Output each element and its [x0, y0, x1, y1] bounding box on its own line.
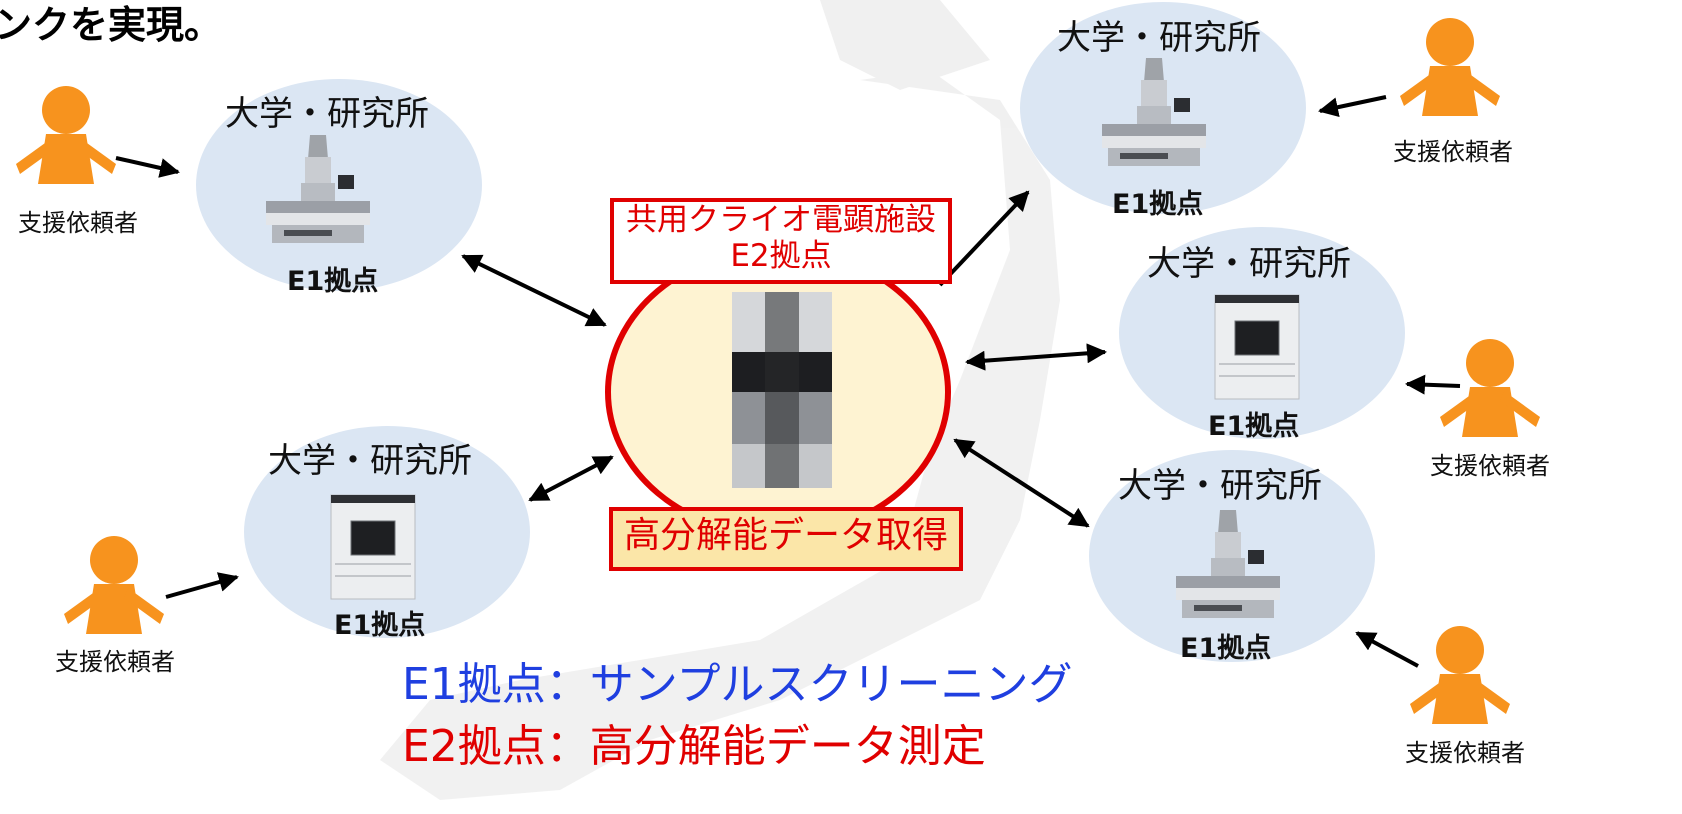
central-facility-name: 共用クライオ電顕施設 — [626, 202, 936, 238]
requester-label: 支援依頼者 — [18, 209, 138, 237]
map-silhouette — [380, 0, 1060, 800]
arrow-center-top-right — [938, 190, 1030, 287]
arrow-center-bottom-left — [528, 455, 614, 502]
person-icon — [1400, 18, 1500, 116]
site-label: E1拠点 — [287, 266, 379, 297]
site-title: 大学・研究所 — [268, 441, 472, 481]
site-label: E1拠点 — [334, 610, 426, 641]
legend-e2: E2拠点：高分解能データ測定 — [402, 721, 986, 772]
cabinet-microscope-icon — [330, 494, 416, 600]
cryo-em-system-icon — [732, 292, 832, 488]
site-label: E1拠点 — [1112, 189, 1204, 220]
person-icon — [1440, 339, 1540, 437]
page-headline: ンクを実現。 — [0, 3, 223, 47]
person-icon — [1410, 626, 1510, 724]
person-icon — [16, 86, 116, 184]
arrow-requester-bottom-right — [1355, 631, 1419, 668]
site-title: 大学・研究所 — [1118, 466, 1322, 506]
requester-label: 支援依頼者 — [1430, 452, 1550, 480]
arrow-center-bottom-right — [953, 438, 1090, 528]
legend-e1: E1拠点：サンプルスクリーニング — [402, 659, 1073, 710]
central-facility-footer: 高分解能データ取得 — [609, 507, 963, 571]
site-title: 大学・研究所 — [1147, 244, 1351, 284]
requester-label: 支援依頼者 — [1405, 739, 1525, 767]
requester-label: 支援依頼者 — [55, 648, 175, 676]
central-facility-tier: E2拠点 — [730, 238, 832, 274]
arrow-center-top-left — [461, 254, 607, 327]
arrow-requester-top-left — [115, 156, 180, 178]
site-title: 大学・研究所 — [225, 94, 429, 134]
arrow-requester-bottom-left — [165, 572, 239, 599]
site-title: 大学・研究所 — [1057, 18, 1261, 58]
site-label: E1拠点 — [1208, 411, 1300, 442]
site-label: E1拠点 — [1180, 633, 1272, 664]
central-facility-title: 共用クライオ電顕施設 E2拠点 — [610, 198, 952, 284]
arrow-requester-middle-right — [1405, 374, 1461, 395]
cabinet-microscope-icon — [1214, 294, 1300, 400]
arrow-requester-top-right — [1318, 95, 1387, 118]
requester-label: 支援依頼者 — [1393, 138, 1513, 166]
person-icon — [64, 536, 164, 634]
arrow-center-middle-right — [965, 343, 1107, 371]
